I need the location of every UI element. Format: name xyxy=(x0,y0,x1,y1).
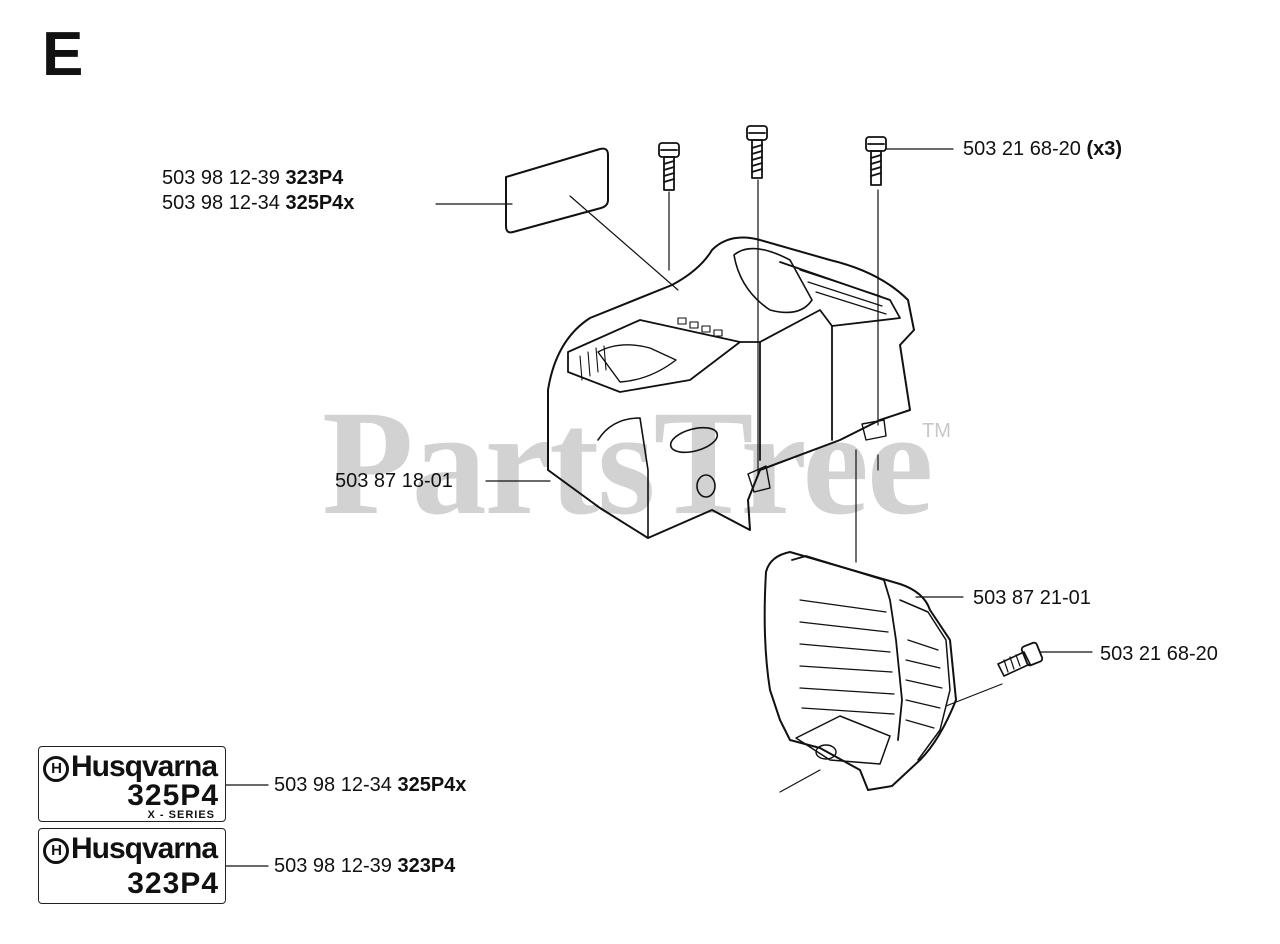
decal-325p4-model: 325P4 xyxy=(127,779,219,812)
callout-decal-325: 503 98 12-34 325P4x xyxy=(162,192,355,214)
callout-decal-ref-323: 503 98 12-39 323P4 xyxy=(274,855,456,877)
decal-323p4-model: 323P4 xyxy=(127,867,219,900)
callout-screw-single: 503 21 68-20 xyxy=(1100,643,1218,665)
callout-decal-323: 503 98 12-39 323P4 xyxy=(162,167,344,189)
decal-sticker xyxy=(505,147,609,234)
screw-middle xyxy=(746,125,768,179)
leader-lines xyxy=(225,148,1093,867)
screw-lower xyxy=(997,641,1044,677)
callout-screw-x3: 503 21 68-20 (x3) xyxy=(963,138,1123,160)
screw-left xyxy=(658,142,680,191)
callout-decal-ref-325: 503 98 12-34 325P4x xyxy=(274,774,467,796)
watermark-tm: TM xyxy=(922,420,951,442)
section-letter: E xyxy=(42,20,84,89)
callout-lower-cover: 503 87 21-01 xyxy=(973,587,1091,609)
decal-325p4-series: X - SERIES xyxy=(147,809,215,821)
callout-cylinder-cover: 503 87 18-01 xyxy=(335,470,453,492)
husqvarna-crown-icon: H xyxy=(43,756,69,782)
husqvarna-crown-icon: H xyxy=(43,838,69,864)
lower-cover xyxy=(763,551,957,791)
screw-right xyxy=(865,136,887,186)
cylinder-cover xyxy=(547,236,915,539)
